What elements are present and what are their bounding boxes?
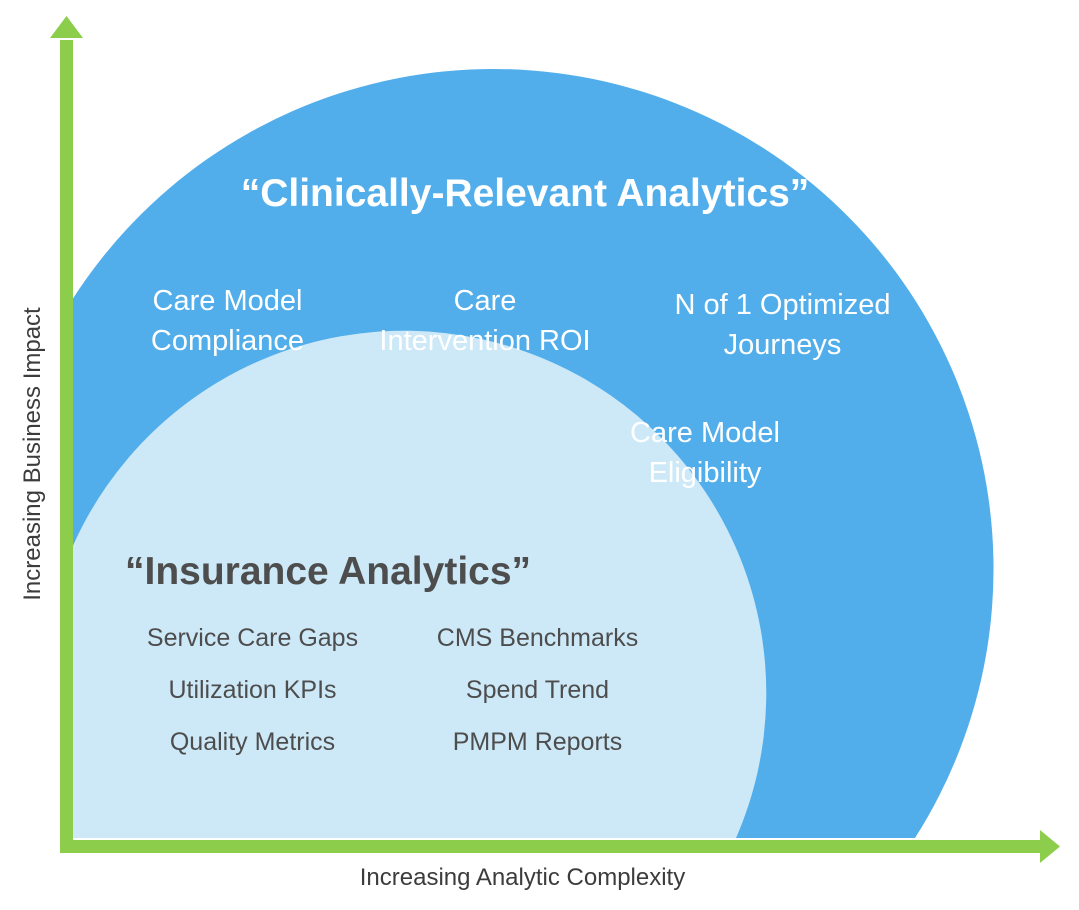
y-axis-line bbox=[60, 40, 73, 852]
item-utilization-kpis: Utilization KPIs bbox=[168, 676, 337, 704]
item-line: Compliance bbox=[150, 325, 305, 357]
item-line: Intervention ROI bbox=[379, 325, 591, 357]
item-line: Care bbox=[453, 285, 517, 317]
clinical-analytics-title: “Clinically-Relevant Analytics” bbox=[240, 172, 810, 215]
item-line: Care Model bbox=[630, 417, 780, 449]
item-line: N of 1 Optimized bbox=[674, 289, 891, 321]
item-care-intervention-roi: Care Intervention ROI bbox=[350, 281, 620, 361]
x-axis-arrow-icon bbox=[1040, 830, 1060, 863]
item-cms-benchmarks: CMS Benchmarks bbox=[436, 624, 639, 652]
insurance-analytics-title: “Insurance Analytics” bbox=[125, 550, 532, 593]
item-quality-metrics: Quality Metrics bbox=[169, 728, 336, 756]
y-axis-title: Increasing Business Impact bbox=[19, 307, 46, 601]
insurance-analytics-region bbox=[72, 330, 767, 838]
item-n-of-1-journeys: N of 1 Optimized Journeys bbox=[640, 285, 925, 365]
item-care-model-eligibility: Care Model Eligibility bbox=[595, 413, 815, 493]
item-spend-trend: Spend Trend bbox=[465, 676, 610, 704]
item-service-care-gaps: Service Care Gaps bbox=[146, 624, 359, 652]
item-pmpm-reports: PMPM Reports bbox=[452, 728, 623, 756]
item-line: Care Model bbox=[152, 285, 303, 317]
item-care-model-compliance: Care Model Compliance bbox=[105, 281, 350, 361]
x-axis-line bbox=[60, 840, 1042, 853]
item-line: Eligibility bbox=[648, 457, 762, 489]
item-line: Journeys bbox=[723, 329, 842, 361]
x-axis-title: Increasing Analytic Complexity bbox=[359, 864, 686, 891]
y-axis-arrow-icon bbox=[50, 16, 83, 38]
